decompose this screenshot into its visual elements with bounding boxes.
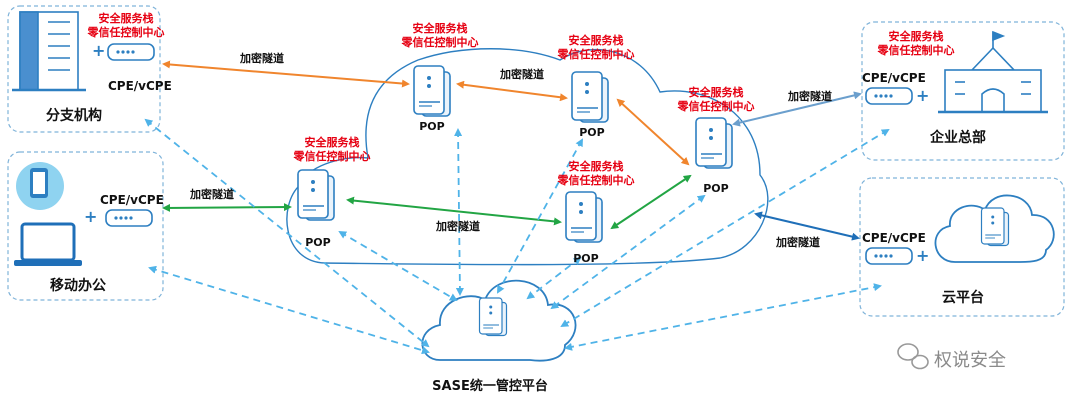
pop-server-icon	[565, 191, 603, 243]
sase-platform-label: SASE统一管控平台	[432, 378, 548, 394]
mgmt-link-pop4	[338, 230, 458, 302]
stack-label-line2: 零信任控制中心	[87, 25, 165, 39]
pop-server-icon	[571, 71, 609, 123]
cloud-cpe-device	[865, 247, 913, 265]
mobile-laptop-icon	[14, 162, 82, 266]
branch-cpe-device	[107, 43, 155, 61]
tunnel-label: 加密隧道	[435, 219, 480, 233]
cpe-label: CPE/vCPE	[100, 193, 164, 207]
pop-label: POP	[703, 182, 728, 195]
hq-cpe-device	[865, 87, 913, 105]
stack-label-line2: 零信任控制中心	[677, 99, 755, 113]
tunnel-pop3-hq	[732, 91, 862, 127]
stack-label-line1: 安全服务栈	[99, 11, 154, 25]
sase-server-icon	[478, 297, 508, 337]
tunnel-pop1-pop2	[456, 80, 568, 102]
pop-label: POP	[573, 252, 598, 265]
tunnel-mobile-pop4	[162, 203, 292, 212]
tunnel-label: 加密隧道	[775, 235, 820, 249]
site-name-hq: 企业总部	[929, 129, 986, 146]
mobile-cpe-device	[105, 209, 153, 227]
plus-sign: +	[916, 246, 929, 265]
cpe-label: CPE/vCPE	[862, 71, 926, 85]
pop-server-icon	[695, 117, 733, 169]
cloud-platform-server-icon	[980, 207, 1010, 247]
pop-label: POP	[579, 126, 604, 139]
branch-site-box	[7, 5, 161, 133]
wechat-icon	[897, 343, 929, 370]
stack-label-line2: 零信任控制中心	[557, 173, 635, 187]
tunnel-cloud-to-pop-network	[754, 211, 860, 241]
stack-label-line1: 安全服务栈	[305, 135, 360, 149]
mgmt-link-pop5	[526, 256, 582, 300]
stack-label-line1: 安全服务栈	[569, 159, 624, 173]
office-building-icon	[12, 11, 86, 92]
pop-label: POP	[305, 236, 330, 249]
site-name-mobile: 移动办公	[50, 277, 106, 294]
stack-label-line1: 安全服务栈	[889, 29, 944, 43]
cloud-site-box	[859, 177, 1065, 317]
plus-sign: +	[916, 86, 929, 105]
plus-sign: +	[92, 41, 105, 60]
pop-label: POP	[419, 120, 444, 133]
tunnel-label: 加密隧道	[499, 67, 544, 81]
mgmt-link-cloud	[564, 283, 882, 351]
pop-server-icon	[297, 169, 335, 221]
site-name-branch: 分支机构	[46, 107, 102, 124]
stack-label-line1: 安全服务栈	[413, 21, 468, 35]
stack-label-line2: 零信任控制中心	[401, 35, 479, 49]
stack-label-line1: 安全服务栈	[689, 85, 744, 99]
tunnel-label: 加密隧道	[189, 187, 234, 201]
mgmt-link-pop1	[454, 128, 464, 296]
tunnel-pop4-pop5	[346, 196, 562, 226]
cpe-label: CPE/vCPE	[862, 231, 926, 245]
plus-sign: +	[84, 207, 97, 226]
cpe-label: CPE/vCPE	[108, 79, 172, 93]
stack-label-line2: 零信任控制中心	[293, 149, 371, 163]
pop-server-icon	[413, 65, 451, 117]
site-name-cloud: 云平台	[942, 289, 984, 306]
stack-label-line1: 安全服务栈	[569, 33, 624, 47]
tunnel-branch-pop1	[162, 60, 410, 88]
stack-label-line2: 零信任控制中心	[557, 47, 635, 61]
watermark-text: 权说安全	[934, 350, 1006, 371]
tunnel-label: 加密隧道	[239, 51, 284, 65]
headquarters-building-icon	[938, 30, 1048, 114]
mgmt-link-mobile	[148, 265, 430, 355]
stack-label-line2: 零信任控制中心	[877, 43, 955, 57]
tunnel-label: 加密隧道	[787, 89, 832, 103]
mgmt-link-branch	[144, 118, 430, 348]
hq-site-box	[861, 21, 1065, 161]
